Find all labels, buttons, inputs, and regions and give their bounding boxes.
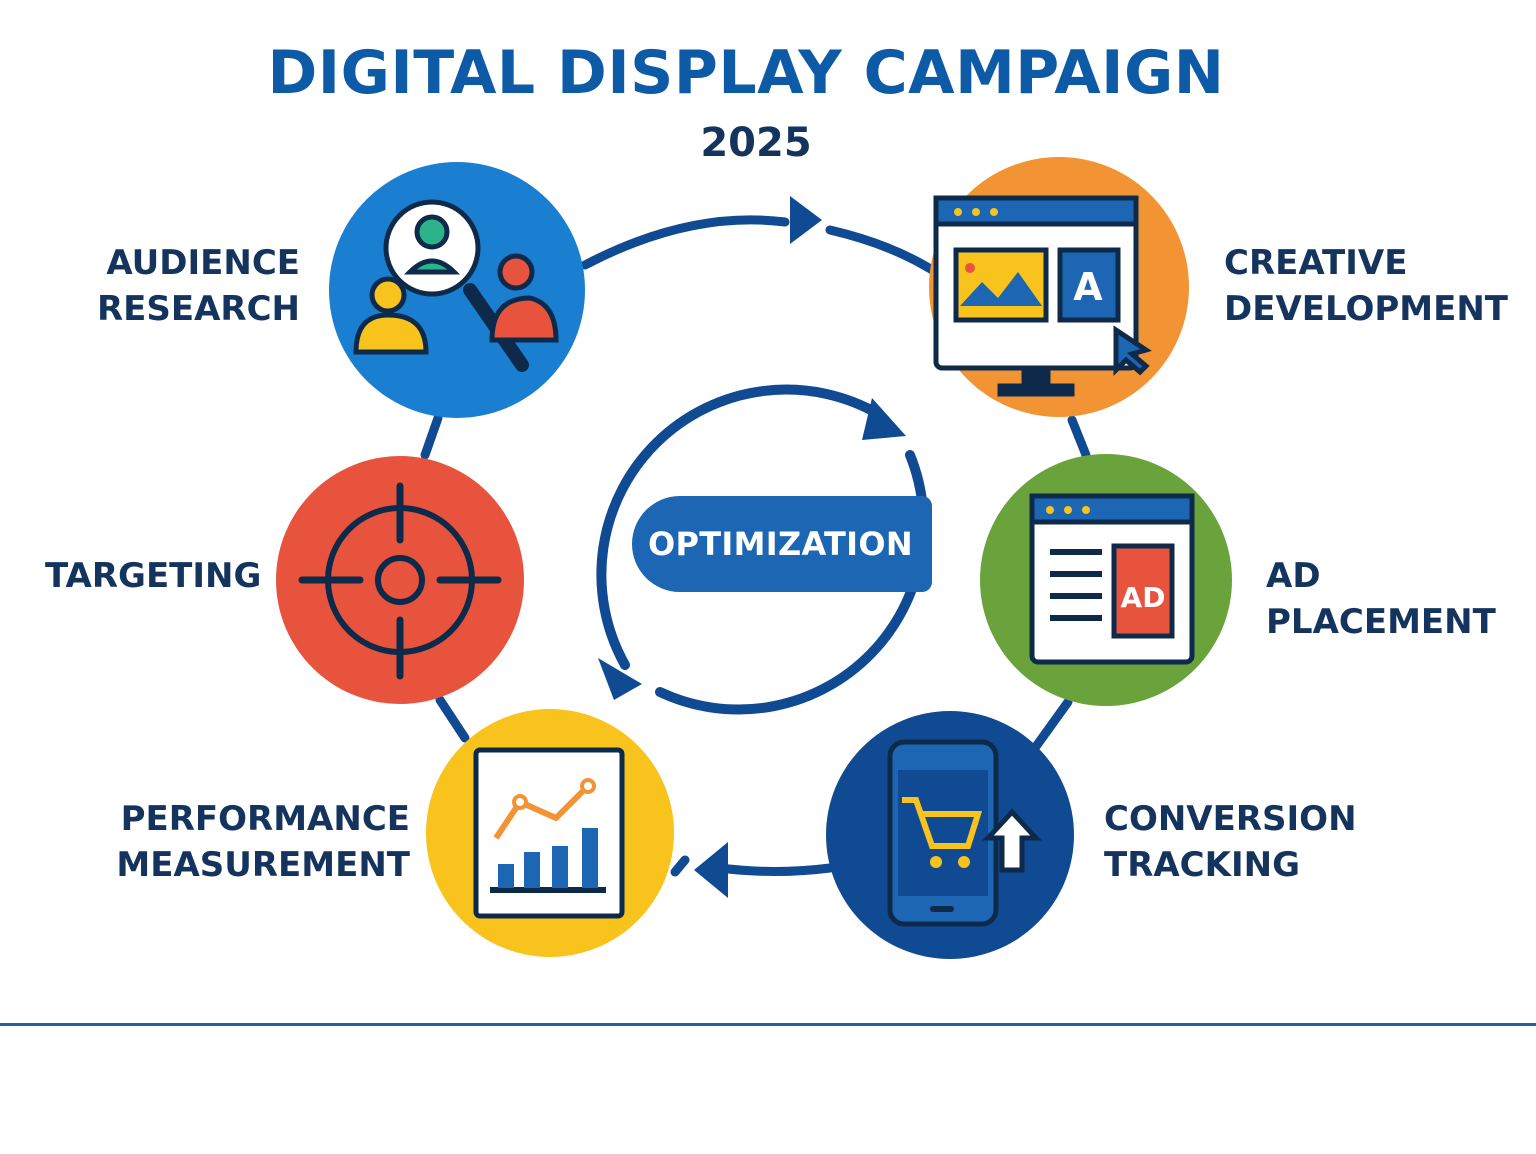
optimization-center-label: OPTIMIZATION <box>632 496 932 592</box>
outer-connectors <box>420 215 1091 877</box>
connector-performance-to-targeting <box>435 695 470 743</box>
chart-icon <box>473 747 625 919</box>
step-label-creative-development: CREATIVE DEVELOPMENT <box>1224 243 1508 329</box>
ad-window-icon <box>1029 493 1195 665</box>
connector-targeting-to-audience <box>420 413 443 460</box>
step-label-audience-research: AUDIENCE RESEARCH <box>96 243 300 329</box>
inner-loop-left-arc <box>596 384 885 670</box>
footer-divider <box>0 1023 1536 1026</box>
step-performance-measurement-node <box>426 709 674 957</box>
arrowhead-bottom <box>694 842 728 898</box>
audience-search-icon <box>353 199 559 372</box>
target-crosshair-icon <box>298 482 502 680</box>
inner-arrowhead-bottom <box>598 658 642 700</box>
diagram-subtitle: 2025 <box>700 120 812 166</box>
svg-text:AD: AD <box>1121 581 1166 614</box>
creative-monitor-icon <box>933 195 1152 397</box>
svg-text:A: A <box>1073 265 1103 309</box>
inner-arrowhead-top <box>862 398 906 440</box>
connector-audience-to-creative <box>580 215 790 270</box>
connector-small-left <box>670 855 690 877</box>
connector-creative-gap <box>825 225 945 280</box>
arrowhead-top <box>790 196 822 244</box>
step-label-ad-placement: AD PLACEMENT <box>1266 556 1496 642</box>
step-label-performance-measurement: PERFORMANCE MEASUREMENT <box>116 799 410 885</box>
step-label-conversion-tracking: CONVERSION TRACKING <box>1104 799 1357 885</box>
connector-creative-to-ad <box>1067 415 1091 460</box>
connector-conversion-to-performance <box>715 863 835 876</box>
diagram-title: DIGITAL DISPLAY CAMPAIGN <box>267 38 1225 108</box>
step-conversion-tracking-node <box>826 711 1074 959</box>
step-label-targeting: TARGETING <box>45 556 262 596</box>
step-targeting-node <box>276 456 524 704</box>
mobile-cart-icon <box>887 739 1042 927</box>
step-ad-placement-node: AD <box>980 454 1232 706</box>
step-audience-research-node <box>329 162 585 418</box>
connector-ad-to-conversion <box>1027 697 1073 757</box>
step-creative-development-node: A <box>929 157 1189 417</box>
